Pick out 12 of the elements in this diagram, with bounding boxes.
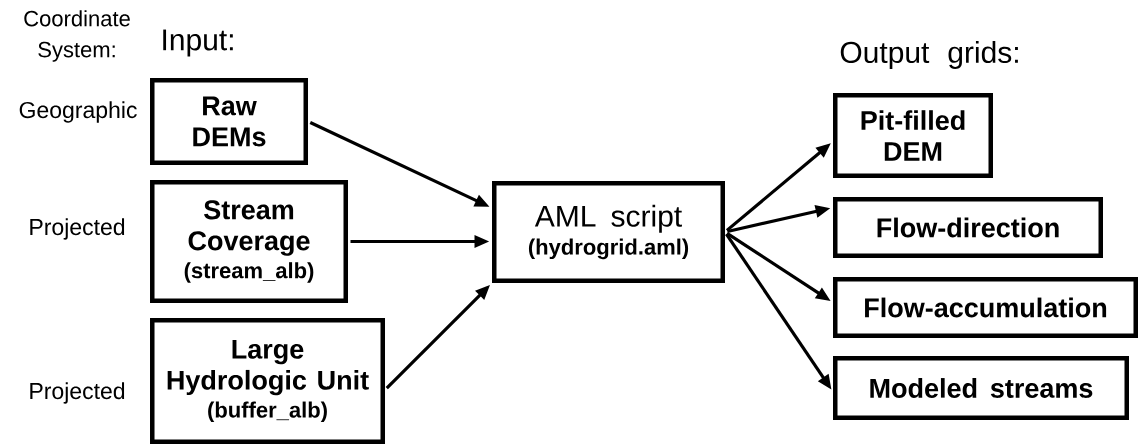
process-box: AML script (hydrogrid.aml) xyxy=(492,181,725,283)
row-label: Projected xyxy=(30,218,125,240)
process-box: Large Hydrologic Unit (buffer_alb) xyxy=(150,318,385,444)
row-label: Projected xyxy=(30,382,125,404)
process-box: Flow-accumulation xyxy=(833,277,1138,338)
process-box: Pit-filled DEM xyxy=(833,93,993,178)
process-box: Stream Coverage (stream_alb) xyxy=(150,180,348,303)
process-box: Raw DEMs xyxy=(150,78,308,165)
row-label: Geographic xyxy=(19,101,137,123)
process-box: Flow-direction xyxy=(833,197,1103,258)
process-box: Modeled streams xyxy=(833,356,1129,420)
axis-heading: Coordinate System: xyxy=(24,10,130,62)
